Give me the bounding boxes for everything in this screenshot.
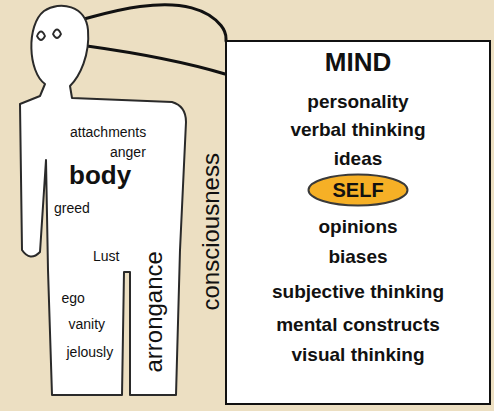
trait-label: attachments [70,124,146,140]
self-ellipse-fill [309,175,408,206]
mind-item: mental constructs [227,314,489,336]
body-heading: body [69,161,131,191]
trait-label: greed [54,200,90,216]
vertical-label: consciousness [196,153,224,310]
body-figure: attachments angerbody greedLust ego vanity je… [0,0,195,411]
trait-label: Lust [93,248,119,264]
mind-item: personality [227,91,489,113]
mind-item: ideas [227,148,489,170]
self-label: SELF [333,179,384,202]
mind-item: biases [227,246,489,268]
mind-item: subjective thinking [227,281,489,303]
mind-item: visual thinking [227,344,489,366]
trait-label: jelously [67,344,114,360]
trait-label: vanity [69,316,106,332]
mind-callout-box: MIND personality verbal thinking ideas opini… [225,40,491,405]
trait-label: anger [110,144,146,160]
mind-item: verbal thinking [227,119,489,141]
self-ellipse: SELF [307,173,409,207]
mind-item: opinions [227,216,489,238]
body-outline-path [20,6,186,395]
callout-tail-line [87,46,225,74]
mind-heading: MIND [227,47,489,77]
trait-label: ego [62,290,85,306]
eyes [37,30,61,41]
callout-line [84,5,226,41]
trait-label-vertical: arrongance [139,251,167,372]
